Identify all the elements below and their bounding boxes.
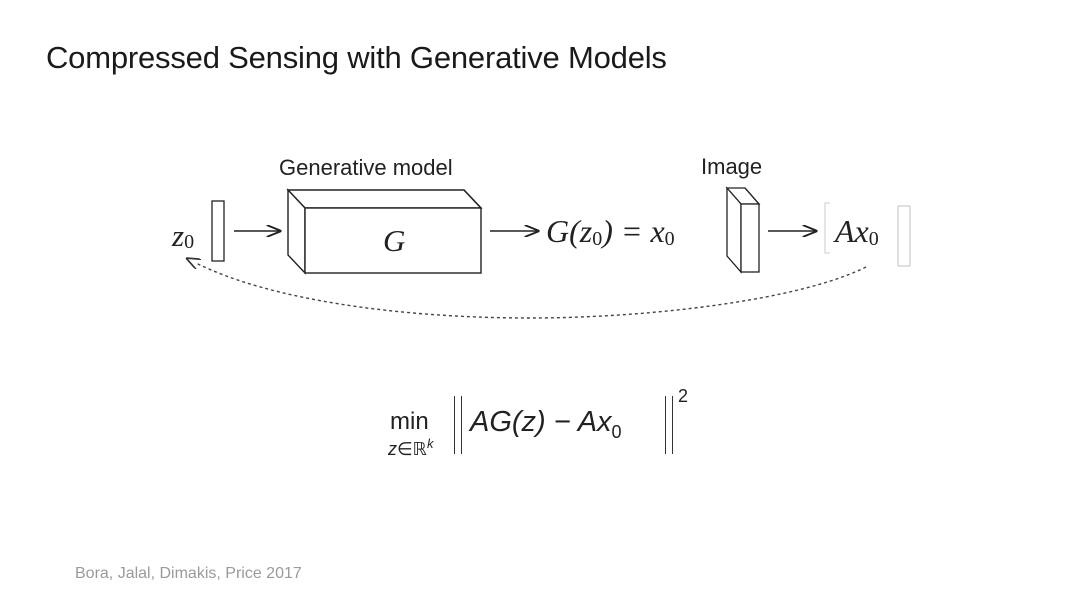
generative-model-label: Generative model — [279, 155, 453, 180]
optimization-formula: min z∈ℝk AG(z) − Ax0 2 — [388, 386, 718, 462]
measurement-bracket-left — [824, 202, 830, 254]
generator-label: G — [383, 223, 405, 258]
norm-bars-right — [665, 396, 673, 454]
image-slab — [725, 186, 761, 274]
measurement-vector-bar — [897, 205, 911, 267]
latent-vector-bar — [211, 200, 225, 262]
norm-exponent: 2 — [678, 386, 689, 406]
measurement-expression: Ax0 — [833, 213, 879, 250]
min-subscript: z∈ℝk — [388, 436, 434, 459]
min-operator: min — [390, 408, 429, 435]
generator-box — [286, 188, 483, 275]
norm-expression: AG(z) − Ax0 — [470, 406, 622, 442]
slide-title: Compressed Sensing with Generative Model… — [46, 40, 667, 75]
output-expression: G(z0) = x0 — [546, 213, 675, 250]
feedback-dotted-arrow — [196, 263, 867, 319]
norm-bars-left — [454, 396, 462, 454]
citation: Bora, Jalal, Dimakis, Price 2017 — [75, 565, 302, 582]
image-label: Image — [701, 154, 762, 179]
latent-z0-label: z0 — [171, 218, 194, 253]
